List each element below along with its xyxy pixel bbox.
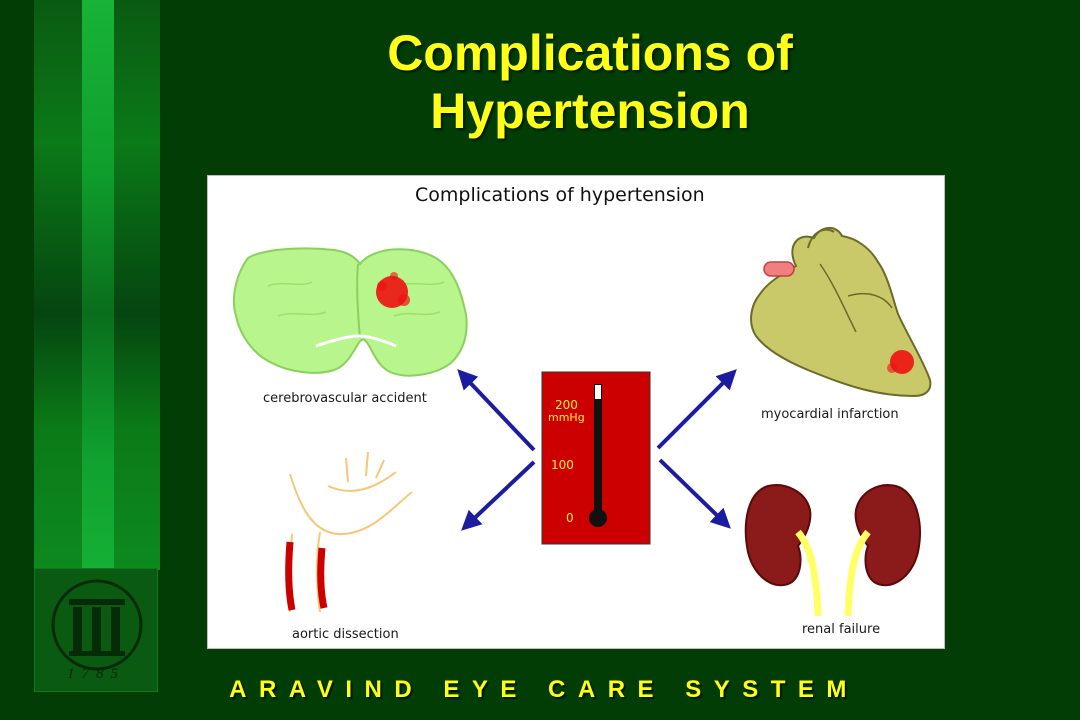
stripe-right [114,0,160,570]
kidneys-illustration [744,484,921,617]
aorta-illustration [285,451,413,613]
gauge-tick-100: 100 [551,458,574,472]
arrow-to-aorta [461,460,536,531]
arrow-to-heart [656,369,737,450]
arrow-to-brain [457,369,536,452]
gauge-tick-0: 0 [566,511,574,525]
diagram-title: Complications of hypertension [415,184,705,206]
label-myocardial: myocardial infarction [761,407,899,422]
gauge-unit: mmHg [548,411,585,424]
label-renal: renal failure [802,622,881,637]
slide-title: Complications of Hypertension [387,25,793,139]
label-cerebrovascular: cerebrovascular accident [263,391,427,406]
logo-year: 1785 [67,666,125,682]
stripe-left [34,0,82,570]
decorative-stripes [0,0,170,570]
logo-emblem-icon [51,579,143,671]
diagram-graphics [232,227,932,617]
arrows [457,369,737,531]
footer-brand: ARAVIND EYE CARE SYSTEM [229,676,859,703]
diagram-panel: Complications of hypertension cerebrovas… [207,175,945,649]
bp-gauge [541,371,651,545]
stripe-center [82,0,114,570]
aravind-logo: 1785 [34,568,158,692]
arrow-to-kidneys [658,458,731,529]
heart-illustration [750,227,932,398]
label-aortic: aortic dissection [292,627,399,642]
brain-illustration [232,247,468,377]
gauge-tick-200: 200 [555,398,578,412]
